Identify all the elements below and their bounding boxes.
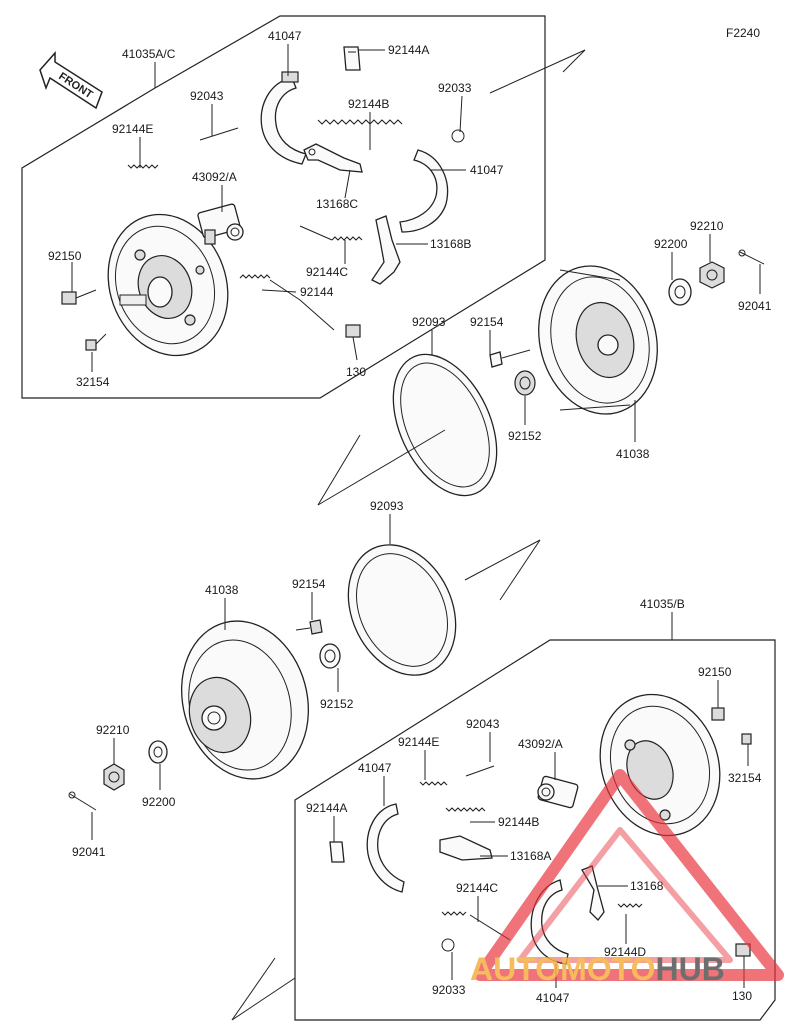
top-cotter-pin	[738, 249, 765, 265]
label-92200-top: 92200	[654, 237, 688, 251]
label-41038-top: 41038	[616, 447, 650, 461]
leader-lines	[71, 44, 761, 988]
label-32154-top: 32154	[76, 375, 110, 389]
label-41038-bottom: 41038	[205, 583, 239, 597]
top-lever-b	[371, 215, 401, 285]
bottom-brake-shoe-b	[530, 879, 569, 965]
label-92033-top: 92033	[438, 81, 472, 95]
top-sealing-ring	[317, 353, 498, 506]
label-92144a-bottom: 92144A	[306, 801, 347, 815]
top-bolt-92150	[61, 289, 97, 305]
top-wheel-cylinder	[197, 203, 244, 245]
top-brake-panel	[107, 213, 229, 357]
label-92154-top: 92154	[470, 315, 504, 329]
top-clip-ring	[451, 129, 465, 143]
top-clip	[343, 46, 361, 71]
front-arrow-icon: FRONT	[39, 51, 103, 110]
part-labels: 41035A/C 41047 92144A 92043 92144B 92033…	[48, 29, 772, 1005]
label-92144e-top: 92144E	[112, 122, 153, 136]
automotohub-watermark: AUTOMOTOHUB	[470, 769, 784, 987]
label-92144e-bottom: 92144E	[398, 735, 439, 749]
bottom-brake-shoe-a	[366, 803, 405, 893]
bottom-clip	[329, 841, 345, 863]
label-13168b-top: 13168B	[430, 237, 471, 251]
top-nut	[699, 261, 725, 289]
bottom-bolt-92150	[711, 707, 725, 721]
bottom-springs	[419, 765, 643, 941]
watermark-text: AUTOMOTOHUB	[470, 951, 725, 987]
label-43092a-top: 43092/A	[192, 170, 237, 184]
label-32154-bottom: 32154	[728, 771, 762, 785]
label-92152-top: 92152	[508, 429, 542, 443]
label-130-bottom: 130	[732, 989, 752, 1003]
label-13168-bottom: 13168	[630, 879, 664, 893]
label-92093-bottom: 92093	[370, 499, 404, 513]
figure-code: F2240	[726, 26, 760, 40]
watermark-auto: AUTO	[470, 951, 560, 987]
label-92144b-top: 92144B	[348, 97, 389, 111]
label-92041-bottom: 92041	[72, 845, 106, 859]
bottom-lever	[581, 865, 605, 921]
label-41035b: 41035/B	[640, 597, 685, 611]
top-bolt-130	[345, 324, 361, 361]
label-92150-top: 92150	[48, 249, 82, 263]
bottom-washer	[148, 740, 168, 764]
label-92144b-bottom: 92144B	[498, 815, 539, 829]
label-92144d-bottom: 92144D	[604, 945, 646, 959]
bottom-assembly-frame	[231, 639, 776, 1021]
bottom-drum-seal	[319, 643, 341, 669]
top-springs	[127, 119, 403, 331]
bottom-lever-a	[439, 835, 493, 861]
label-130-top: 130	[346, 365, 366, 379]
label-92033-bottom: 92033	[432, 983, 466, 997]
label-41047-bottom-b: 41047	[536, 991, 570, 1005]
label-92210-bottom: 92210	[96, 723, 130, 737]
top-brake-drum	[538, 265, 658, 415]
label-13168a-bottom: 13168A	[510, 849, 551, 863]
label-92043-bottom: 92043	[466, 717, 500, 731]
label-92144c-bottom: 92144C	[456, 881, 498, 895]
top-washer	[668, 278, 692, 306]
top-drum-seal	[514, 370, 536, 396]
label-13168c-top: 13168C	[316, 197, 358, 211]
bottom-bleeder-32154	[741, 733, 752, 745]
label-41047-top-a: 41047	[268, 29, 302, 43]
top-lever-c	[303, 143, 363, 173]
label-92043-top: 92043	[190, 89, 224, 103]
watermark-moto: MOTO	[560, 951, 655, 987]
label-92144-top: 92144	[300, 285, 334, 299]
label-92210-top: 92210	[690, 219, 724, 233]
top-brake-shoe-a	[260, 71, 307, 165]
bottom-brake-panel	[599, 693, 721, 837]
bottom-cotter-pin	[68, 791, 97, 811]
top-assembly-frame	[21, 15, 586, 399]
label-41035ac: 41035A/C	[122, 47, 176, 61]
label-92144a-top: 92144A	[388, 43, 429, 57]
label-92200-bottom: 92200	[142, 795, 176, 809]
bottom-nut	[103, 763, 125, 791]
label-41047-top-b: 41047	[470, 163, 504, 177]
bottom-brake-drum	[180, 620, 310, 780]
bottom-clip-ring	[441, 938, 455, 952]
top-bleeder-32154	[85, 333, 107, 351]
top-drum-bolt	[489, 349, 531, 368]
bottom-drum-bolt	[295, 619, 323, 635]
label-92152-bottom: 92152	[320, 697, 354, 711]
bottom-sealing-ring	[347, 539, 541, 676]
label-43092a-bottom: 43092/A	[518, 737, 563, 751]
label-92093-top: 92093	[412, 315, 446, 329]
watermark-hub: HUB	[655, 951, 724, 987]
bottom-wheel-cylinder	[537, 775, 579, 809]
label-41047-bottom-a: 41047	[358, 761, 392, 775]
label-92144c-top: 92144C	[306, 265, 348, 279]
label-92041-top: 92041	[738, 299, 772, 313]
bottom-bolt-130	[735, 943, 751, 957]
label-92150-bottom: 92150	[698, 665, 732, 679]
label-92154-bottom: 92154	[292, 577, 326, 591]
top-brake-shoe-b	[399, 149, 449, 233]
